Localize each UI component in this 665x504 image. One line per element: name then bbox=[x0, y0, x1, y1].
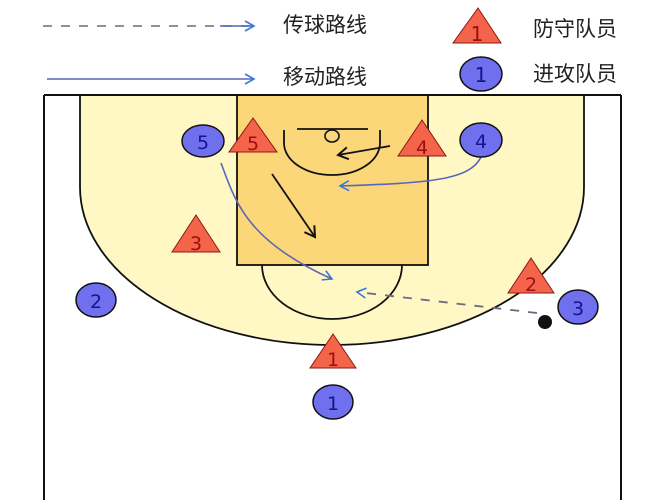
legend-move-route-label: 移动路线 bbox=[283, 65, 367, 89]
attacker-5[interactable]: 5 bbox=[181, 124, 225, 158]
attacker-3-number: 3 bbox=[572, 298, 584, 320]
attacker-4-number: 4 bbox=[475, 131, 487, 153]
legend: 1 1 bbox=[43, 7, 503, 92]
attacker-2[interactable]: 2 bbox=[75, 282, 117, 318]
defender-5-number: 5 bbox=[247, 133, 259, 155]
free-throw-circle bbox=[261, 264, 403, 320]
legend-defender-label: 防守队员 bbox=[533, 17, 617, 41]
defender-5-slide-arrow bbox=[271, 173, 317, 239]
legend-attacker-number: 1 bbox=[475, 63, 488, 87]
legend-attacker-label: 进攻队员 bbox=[533, 62, 617, 86]
defender-2[interactable]: 2 bbox=[507, 257, 555, 296]
half-court bbox=[43, 94, 622, 500]
restricted-area-arc bbox=[283, 130, 381, 176]
legend-attacker-icon: 1 bbox=[459, 56, 503, 92]
basketball-icon[interactable] bbox=[538, 315, 552, 329]
attacker-2-number: 2 bbox=[90, 291, 102, 313]
defender-2-number: 2 bbox=[525, 274, 537, 296]
defender-4-slide-arrow bbox=[336, 145, 391, 161]
attacker-1-number: 1 bbox=[327, 393, 339, 415]
defender-3[interactable]: 3 bbox=[171, 214, 221, 255]
pass-route-3-to-ft bbox=[355, 287, 538, 314]
legend-defender-number: 1 bbox=[471, 22, 484, 46]
defender-1[interactable]: 1 bbox=[309, 333, 357, 371]
attacker-5-number: 5 bbox=[197, 132, 209, 154]
move-route-attacker-4 bbox=[338, 156, 482, 192]
defenders: 1 2 3 4 5 bbox=[171, 117, 555, 371]
defender-4-number: 4 bbox=[416, 137, 428, 159]
defender-1-number: 1 bbox=[327, 349, 339, 371]
attacker-3[interactable]: 3 bbox=[557, 289, 599, 325]
legend-defender-icon: 1 bbox=[452, 7, 502, 46]
move-route-attacker-5 bbox=[220, 162, 334, 281]
rim bbox=[324, 129, 340, 143]
attacker-1[interactable]: 1 bbox=[312, 384, 354, 420]
routes bbox=[220, 145, 538, 314]
defender-5[interactable]: 5 bbox=[228, 117, 278, 155]
defender-4[interactable]: 4 bbox=[397, 119, 447, 159]
legend-pass-route-label: 传球路线 bbox=[283, 13, 367, 37]
attackers: 1 2 3 4 5 bbox=[75, 122, 599, 420]
attacker-4[interactable]: 4 bbox=[459, 122, 503, 158]
paint-key bbox=[236, 94, 429, 266]
defender-3-number: 3 bbox=[190, 233, 202, 255]
